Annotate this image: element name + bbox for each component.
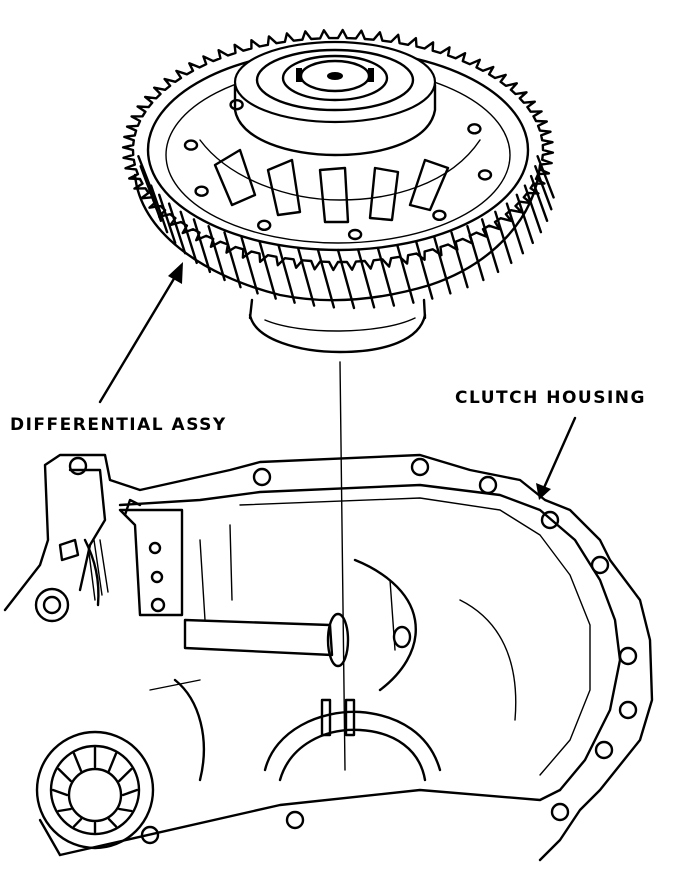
helical-tooth-line bbox=[534, 165, 553, 211]
helical-tooth-line bbox=[167, 202, 187, 255]
helical-tooth-line bbox=[207, 224, 226, 282]
spline-tooth bbox=[72, 752, 83, 772]
spline-tooth bbox=[51, 788, 69, 797]
helical-tooth-line bbox=[149, 184, 169, 234]
ring-gear-teeth bbox=[121, 28, 555, 272]
helical-tooth-line bbox=[258, 240, 277, 300]
housing-outer-flange bbox=[3, 453, 654, 862]
spline-tooth bbox=[117, 807, 133, 813]
helical-tooth-line bbox=[396, 244, 415, 304]
mainshaft-bore bbox=[35, 730, 155, 850]
carrier-bolt-hole bbox=[477, 169, 493, 181]
helical-tooth-line bbox=[223, 231, 242, 289]
clutch-housing bbox=[3, 453, 654, 862]
helical-tooth-line bbox=[480, 218, 500, 274]
housing-bolt-hole bbox=[252, 467, 272, 487]
helical-tooth-line bbox=[143, 174, 163, 223]
helical-tooth-line bbox=[240, 236, 259, 295]
housing-bolt-holes bbox=[68, 456, 638, 845]
helical-tooth-line bbox=[356, 248, 376, 309]
spline-tooth bbox=[57, 807, 73, 813]
side-bearing-bottom bbox=[248, 298, 427, 354]
housing-bolt-hole bbox=[618, 646, 638, 666]
shift-lever-assembly bbox=[34, 468, 184, 623]
clutch-housing-label: CLUTCH HOUSING bbox=[455, 388, 646, 408]
spline-tooth bbox=[121, 788, 139, 797]
helical-tooth-line bbox=[536, 155, 555, 199]
spline-tooth bbox=[57, 767, 73, 783]
carrier-bolt-hole bbox=[467, 123, 482, 135]
ring-gear-face bbox=[133, 163, 542, 302]
helical-tooth-line bbox=[494, 210, 513, 265]
spline-tooth bbox=[117, 767, 133, 783]
helical-tooth-line bbox=[466, 224, 485, 282]
carrier-bolt-hole bbox=[183, 139, 199, 151]
carrier-bolt-hole bbox=[229, 98, 244, 111]
spline-tooth bbox=[107, 818, 118, 828]
housing-bolt-hole bbox=[478, 475, 498, 495]
gear-tooth-outline bbox=[121, 28, 555, 272]
differential-assy-label: DIFFERENTIAL ASSY bbox=[10, 415, 227, 435]
carrier-bolt-hole bbox=[347, 228, 363, 241]
carrier-bolt-hole bbox=[194, 185, 209, 197]
helical-tooth-line bbox=[433, 236, 452, 295]
carrier-bolt-hole bbox=[432, 209, 447, 222]
helical-tooth-line bbox=[415, 240, 434, 300]
housing-bolt-hole bbox=[285, 810, 305, 830]
housing-inner-wall bbox=[118, 483, 622, 792]
helical-tooth-line bbox=[336, 248, 356, 310]
helical-tooth-line bbox=[157, 193, 177, 245]
housing-bolt-hole bbox=[618, 700, 638, 720]
carrier-bolt-hole bbox=[257, 219, 272, 232]
helical-tooth-line bbox=[529, 174, 549, 223]
leader-differential bbox=[98, 262, 183, 404]
housing-bolt-hole bbox=[594, 740, 614, 760]
helical-tooth-line bbox=[316, 248, 336, 309]
helical-tooth-lines bbox=[137, 155, 555, 310]
spline-tooth bbox=[107, 752, 118, 772]
shift-shaft bbox=[183, 558, 417, 692]
housing-bolt-hole bbox=[140, 825, 160, 845]
housing-bolt-hole bbox=[540, 510, 560, 530]
helical-tooth-line bbox=[179, 210, 198, 265]
housing-bolt-hole bbox=[410, 457, 430, 477]
helical-tooth-line bbox=[296, 246, 316, 307]
carrier-spokes bbox=[199, 139, 481, 224]
housing-bolt-hole bbox=[68, 456, 88, 476]
helical-tooth-line bbox=[505, 202, 525, 255]
mainshaft-splines bbox=[51, 746, 139, 834]
helical-tooth-line bbox=[523, 184, 543, 234]
side-bearing-top bbox=[233, 40, 437, 157]
helical-tooth-line bbox=[192, 218, 212, 274]
differential-assembly bbox=[121, 28, 555, 354]
housing-bolt-hole bbox=[550, 802, 570, 822]
spline-tooth bbox=[72, 818, 83, 828]
helical-tooth-line bbox=[277, 244, 296, 304]
helical-tooth-line bbox=[450, 231, 469, 289]
housing-bolt-hole bbox=[590, 555, 610, 575]
differential-bearing-bore bbox=[263, 698, 442, 782]
helical-tooth-line bbox=[376, 246, 396, 307]
helical-tooth-line bbox=[515, 193, 534, 245]
alignment-line bbox=[339, 361, 346, 771]
leader-clutch-housing bbox=[536, 416, 577, 500]
